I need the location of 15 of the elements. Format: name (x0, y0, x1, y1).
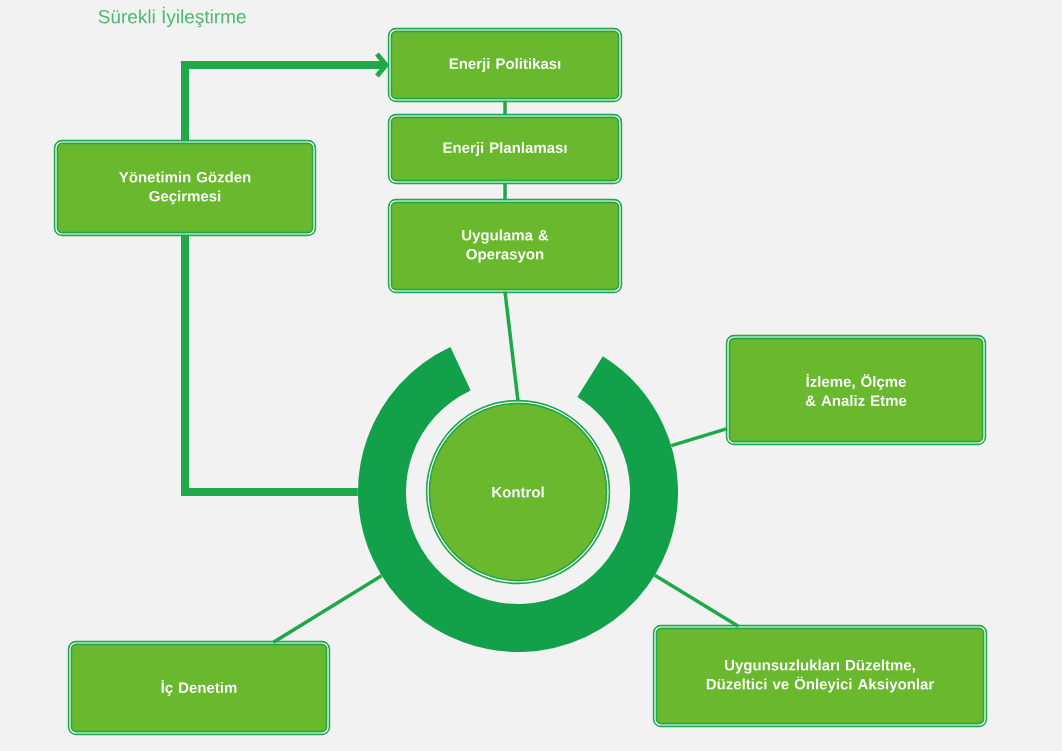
connector (653, 573, 740, 628)
connector (503, 291, 520, 402)
connector (272, 574, 383, 644)
ring-drawing (358, 347, 678, 652)
process-box: Enerji Politikası (387, 27, 623, 103)
connector (503, 182, 507, 201)
edge-label: Sürekli İyileştirme (98, 6, 246, 28)
process-box: Uygulama & Operasyon (387, 198, 623, 294)
connector (670, 427, 728, 448)
process-box: İzleme, Ölçme & Analiz Etme (725, 334, 987, 446)
process-box: Uygunsuzlukları Düzeltme, Düzeltici ve Önleyici Aksiyonlar (652, 624, 988, 728)
process-box: Enerji Planlaması (387, 113, 623, 185)
process-box: İç Denetim (67, 640, 331, 736)
process-box: Yönetimin Gözden Geçirmesi (53, 139, 317, 237)
connector (503, 100, 507, 116)
